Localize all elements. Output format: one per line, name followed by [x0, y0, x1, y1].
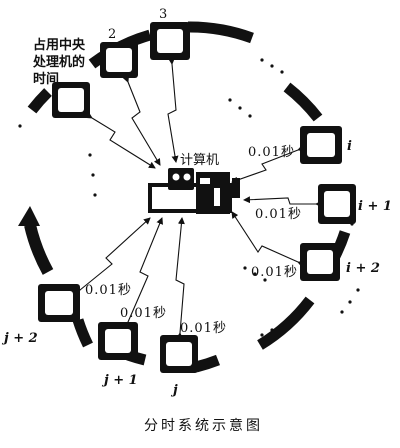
- central-computer: [148, 168, 240, 214]
- time-label-j-plus-1: 0.01秒: [120, 306, 167, 321]
- ring-segment: [72, 318, 93, 348]
- label-terminal-i-plus-2: i + 2: [346, 261, 380, 276]
- ring-dots: [18, 58, 360, 337]
- ring-segment: [257, 296, 315, 350]
- link-terminal-1: [85, 111, 156, 169]
- label-terminal-j: j: [170, 383, 178, 398]
- link-terminal-i: [231, 144, 305, 184]
- terminal-i-plus-1: [318, 184, 356, 224]
- ring-segment: [27, 88, 52, 114]
- terminal-2: [100, 42, 138, 78]
- link-terminal-i-plus-1: [243, 196, 322, 208]
- ring-segment: [187, 21, 254, 44]
- terminal-i: [300, 126, 342, 164]
- link-terminal-i-plus-2: [231, 211, 305, 268]
- time-label-i-plus-2: 0.01秒: [251, 265, 298, 280]
- ring-segment: [283, 82, 323, 122]
- link-terminal-j-plus-1: [122, 217, 163, 329]
- label-terminal-i-plus-1: i + 1: [358, 199, 392, 214]
- label-terminal-i: i: [347, 139, 352, 154]
- terminal-j-plus-2: [38, 284, 80, 322]
- note-line-3: 时间: [33, 71, 59, 87]
- link-terminal-j-plus-2: [73, 217, 151, 297]
- caption: 分时系统示意图: [144, 417, 263, 434]
- label-terminal-1: 1: [34, 96, 42, 111]
- links: [73, 57, 322, 340]
- label-terminal-j-plus-1: j + 1: [101, 373, 138, 388]
- time-label-i-plus-1: 0.01秒: [255, 207, 302, 222]
- link-terminal-3: [167, 57, 179, 163]
- terminal-i-plus-2: [300, 243, 340, 281]
- label-computer: 计算机: [180, 153, 219, 168]
- note-line-1: 占用中央: [33, 37, 86, 53]
- rotation-arrow: [18, 206, 54, 275]
- terminal-3: [150, 22, 190, 60]
- label-terminal-3: 3: [159, 7, 167, 22]
- label-terminal-j-plus-2: j + 2: [1, 331, 38, 346]
- link-terminal-j: [175, 217, 185, 340]
- terminal-j: [160, 335, 198, 373]
- terminal-j-plus-1: [98, 322, 138, 360]
- ring: [27, 21, 351, 373]
- note-line-2: 处理机的: [32, 54, 85, 70]
- terminal-1: [52, 82, 90, 118]
- time-label-i: 0.01秒: [248, 145, 295, 160]
- time-label-j-plus-2: 0.01秒: [85, 283, 132, 298]
- link-terminal-2: [122, 75, 161, 166]
- time-label-j: 0.01秒: [180, 321, 227, 336]
- label-terminal-2: 2: [108, 27, 116, 42]
- ring-segment: [194, 354, 220, 373]
